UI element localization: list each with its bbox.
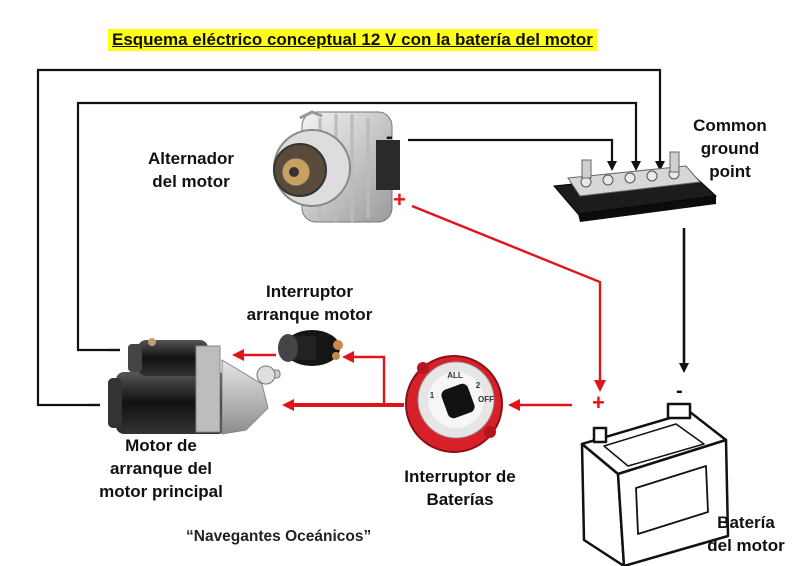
label-battery-line1: Batería (717, 513, 775, 532)
label-alternator: Alternador del motor (136, 147, 246, 193)
credit-text: “Navegantes Oceánicos” (186, 528, 372, 545)
ground-wire-alternator (408, 138, 617, 171)
label-starter-motor-line3: motor principal (99, 482, 223, 501)
label-starter-motor: Motor de arranque del motor principal (86, 434, 236, 503)
starter-switch-image (256, 330, 343, 385)
battery-positive-marker: + (592, 390, 605, 415)
label-ground-line1: Common (693, 116, 767, 135)
label-starter-motor-line2: arranque del (109, 459, 213, 478)
battery-image (580, 402, 730, 566)
starter-motor-image (108, 338, 269, 435)
positive-wire-alternator (411, 204, 606, 392)
label-starter-switch-line2: arranque motor (246, 305, 373, 324)
alternator-positive-marker: + (393, 187, 406, 212)
ground-bus-image (552, 151, 718, 222)
positive-wire-branch (342, 351, 386, 405)
diagram-title: Esquema eléctrico conceptual 12 V con la… (108, 29, 597, 51)
label-alternator-line2: del motor (152, 172, 230, 191)
label-ground-line3: point (709, 162, 751, 181)
label-starter-switch-line1: Interruptor (266, 282, 353, 301)
label-alternator-line1: Alternador (148, 149, 234, 168)
label-battery: Batería del motor (694, 511, 798, 557)
label-battery-line2: del motor (707, 536, 785, 555)
switch-face-2: 2 (476, 381, 481, 390)
label-battery-switch-line1: Interruptor de (404, 467, 516, 486)
ground-wires (36, 68, 689, 407)
label-ground-point: Common ground point (680, 114, 780, 183)
ground-wire-solenoid (76, 101, 641, 352)
switch-face-off: OFF (478, 395, 494, 404)
switch-face-all: ALL (447, 371, 463, 380)
alternator-negative-marker: - (386, 126, 393, 148)
ground-wire-starter-motor (36, 68, 665, 407)
label-battery-switch: Interruptor de Baterías (390, 465, 530, 511)
positive-wires (232, 204, 606, 411)
alternator-image (273, 110, 400, 223)
label-starter-motor-line1: Motor de (125, 436, 197, 455)
label-starter-switch: Interruptor arranque motor (232, 280, 387, 326)
battery-switch-image: 1 ALL 2 OFF (405, 355, 503, 453)
switch-face-1: 1 (430, 391, 435, 400)
label-ground-line2: ground (700, 139, 760, 158)
battery-negative-marker: - (676, 380, 683, 402)
label-battery-switch-line2: Baterías (426, 490, 494, 509)
